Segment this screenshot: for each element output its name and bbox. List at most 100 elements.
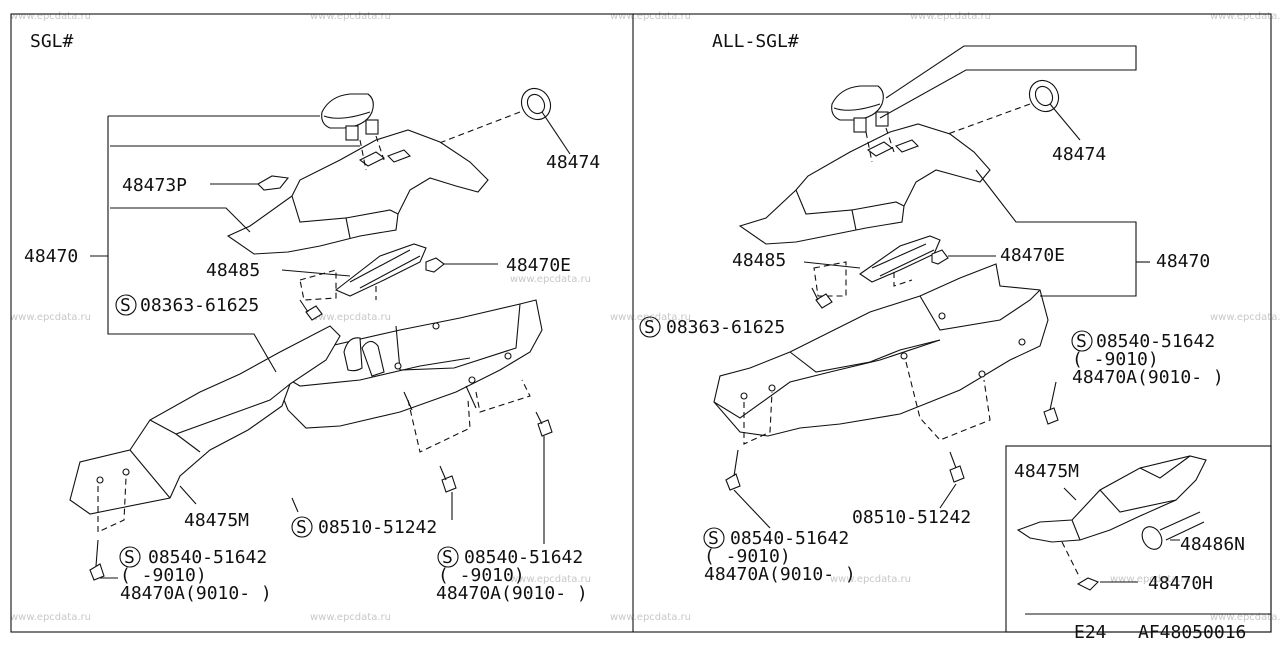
watermark: www.epcdata.ru	[310, 312, 391, 323]
screw-part-08540-bottom	[725, 449, 741, 491]
s-symbol-icon: S	[291, 516, 313, 538]
label-48470A-mid: 48470A(9010- )	[436, 583, 588, 604]
leader-lines	[90, 111, 571, 579]
watermark: www.epcdata.ru	[610, 612, 691, 623]
svg-text:S: S	[296, 517, 307, 538]
screw-part-08540-mid	[535, 411, 553, 437]
assembly-line	[97, 477, 127, 533]
label-48475M: 48475M	[184, 510, 249, 531]
s-symbol-icon: S	[119, 546, 141, 568]
assembly-line	[389, 111, 521, 163]
assembly-line	[743, 391, 773, 445]
assembly-line	[905, 361, 991, 441]
label-08540-51642-top: 08540-51642	[1096, 331, 1215, 352]
label-08510-51242: 08510-51242	[318, 517, 437, 538]
s-symbol-icon: S	[703, 527, 725, 549]
watermark: www.epcdata.ru	[310, 11, 391, 22]
screw-part-08510-left	[439, 465, 457, 493]
label-08363-61625: 08363-61625	[140, 295, 259, 316]
label-range-top: ( -9010)	[1072, 349, 1159, 370]
ring-part-48474	[520, 87, 552, 121]
clip-part-48470H	[1076, 577, 1099, 591]
watermark: www.epcdata.ru	[10, 312, 91, 323]
left-panel: SGL#	[24, 31, 600, 604]
assembly-line	[813, 261, 847, 297]
upper-cover-part	[738, 123, 991, 245]
screw-part-08510-right	[949, 451, 965, 483]
footer: E24 AF48050016	[1074, 622, 1246, 643]
watermark: www.epcdata.ru	[830, 574, 911, 585]
shroud-part-48475M	[69, 325, 341, 515]
label-48470A-bottom: 48470A(9010- )	[704, 564, 856, 585]
bracket-part-48485	[859, 235, 941, 283]
clip-part-48470E	[931, 249, 949, 265]
knob-cap-part	[831, 85, 889, 133]
lower-cover-part	[713, 263, 1049, 437]
clip-part-48473P	[257, 175, 290, 191]
label-48470A-left: 48470A(9010- )	[120, 583, 272, 604]
label-08540-51642-mid: 08540-51642	[464, 547, 583, 568]
svg-text:S: S	[442, 547, 453, 568]
label-range-left: ( -9010)	[120, 565, 207, 586]
inset-frame	[1005, 445, 1272, 633]
watermark: www.epcdata.ru	[510, 574, 591, 585]
watermark: www.epcdata.ru	[1210, 312, 1280, 323]
left-panel-title: SGL#	[30, 31, 74, 52]
clip-part-48470E	[425, 257, 445, 273]
watermark: www.epcdata.ru	[510, 274, 591, 285]
s-symbol-icon: S	[115, 294, 137, 316]
right-panel-title: ALL-SGL#	[712, 31, 799, 52]
watermark: www.epcdata.ru	[310, 612, 391, 623]
label-48486N: 48486N	[1180, 534, 1245, 555]
page-number: E24	[1074, 622, 1107, 640]
svg-text:S: S	[1076, 331, 1087, 352]
assembly-line	[893, 272, 913, 287]
screw-part-08540-top	[1043, 381, 1059, 425]
label-48485: 48485	[206, 260, 260, 281]
watermark: www.epcdata.ru	[1210, 11, 1280, 22]
label-48475M: 48475M	[1014, 461, 1079, 482]
label-48470E: 48470E	[1000, 245, 1065, 266]
svg-text:S: S	[708, 528, 719, 549]
assembly-line	[407, 399, 471, 453]
label-48485: 48485	[732, 250, 786, 271]
label-48470: 48470	[24, 246, 78, 267]
screw-part-08540-left	[89, 539, 105, 581]
s-symbol-icon: S	[437, 546, 459, 568]
label-48474: 48474	[546, 152, 600, 173]
ring-part-48486N	[1141, 511, 1205, 550]
s-symbol-icon: S	[1071, 330, 1093, 352]
label-range-bottom: ( -9010)	[704, 546, 791, 567]
frames	[10, 13, 1272, 633]
knob-cap-part	[321, 93, 379, 141]
right-panel: ALL-SGL#	[639, 31, 1245, 594]
svg-text:S: S	[644, 317, 655, 338]
watermark: www.epcdata.ru	[10, 612, 91, 623]
label-08540-51642-left: 08540-51642	[148, 547, 267, 568]
label-range-mid: ( -9010)	[438, 565, 525, 586]
watermark: www.epcdata.ru	[910, 11, 991, 22]
ring-part-48474	[1028, 79, 1060, 113]
assembly-line	[1061, 541, 1081, 579]
screw-part-08363	[299, 299, 323, 321]
label-08363-61625: 08363-61625	[666, 317, 785, 338]
svg-text:S: S	[120, 295, 131, 316]
label-48470E: 48470E	[506, 255, 571, 276]
diagram-code: AF48050016	[1138, 622, 1246, 640]
watermark: www.epcdata.ru	[10, 11, 91, 22]
lower-cover-part	[275, 299, 543, 429]
s-symbol-icon: S	[639, 316, 661, 338]
bracket-part-48485	[334, 243, 427, 297]
outer-frame	[10, 13, 1272, 633]
screw-part-08363	[811, 287, 833, 309]
assembly-line	[475, 379, 531, 413]
label-48470H: 48470H	[1148, 573, 1213, 594]
label-48473P: 48473P	[122, 175, 187, 196]
watermark: www.epcdata.ru	[610, 11, 691, 22]
upper-cover-part	[226, 129, 489, 255]
label-48470A-top: 48470A(9010- )	[1072, 367, 1224, 388]
watermark: www.epcdata.ru	[1210, 612, 1280, 623]
label-48474: 48474	[1052, 144, 1106, 165]
